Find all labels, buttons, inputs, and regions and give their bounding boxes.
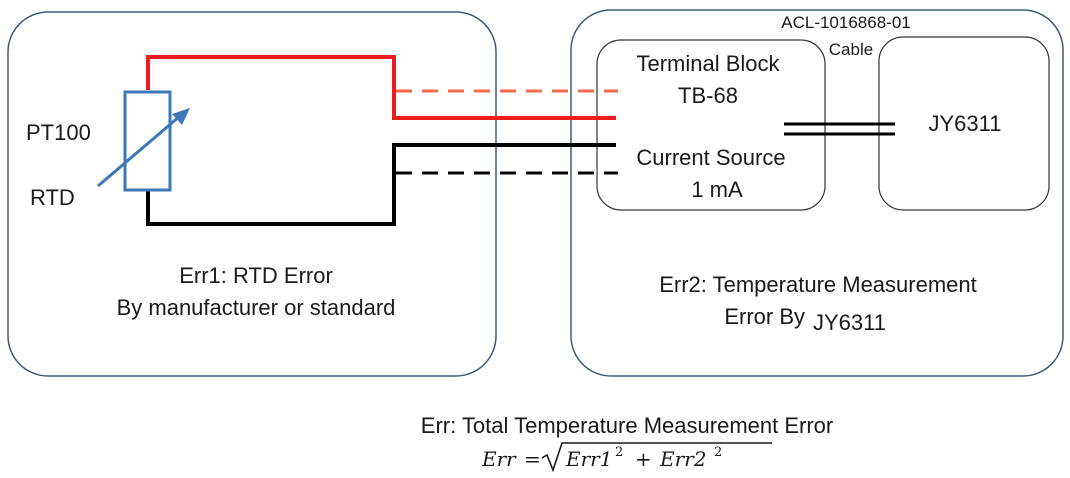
sensor-model-label: PT100 [26,120,91,145]
formula-term1: Err1 [565,447,612,471]
square-root-icon [541,442,772,473]
current-source-label: Current Source [636,145,785,170]
formula-plus: + [635,447,652,471]
formula-lhs: Err [481,447,517,471]
total-error-label: Err: Total Temperature Measurement Error [421,413,833,438]
cable-connector [784,122,895,136]
measurement-panel [570,9,1064,377]
measurement-error-prefix: Error By [724,304,805,329]
terminal-block-model: TB-68 [678,83,738,108]
black-wire [146,143,616,226]
total-error-formula: Err = Err1 2 + Err2 2 [481,442,772,473]
cable-label: Cable [829,40,873,59]
rtd-panel [7,11,497,377]
sensor-type-label: RTD [30,185,75,210]
terminal-block-title: Terminal Block [636,51,780,76]
red-wire [146,55,616,120]
jy6311-device-label: JY6311 [929,111,1002,136]
cable-part-number: ACL-1016868-01 [781,13,910,32]
rtd-error-title: Err1: RTD Error [179,263,333,288]
rtd-error-subtitle: By manufacturer or standard [117,295,396,320]
variable-arrow-icon [97,108,190,188]
formula-exponent1: 2 [615,445,623,460]
current-source-value: 1 mA [691,177,743,202]
formula-term2: Err2 [659,447,706,471]
formula-equals: = [524,447,541,471]
measurement-error-title: Err2: Temperature Measurement [659,272,977,297]
measurement-error-device: JY6311 [813,310,886,335]
rtd-resistor-symbol [123,90,172,192]
formula-exponent2: 2 [714,445,722,460]
